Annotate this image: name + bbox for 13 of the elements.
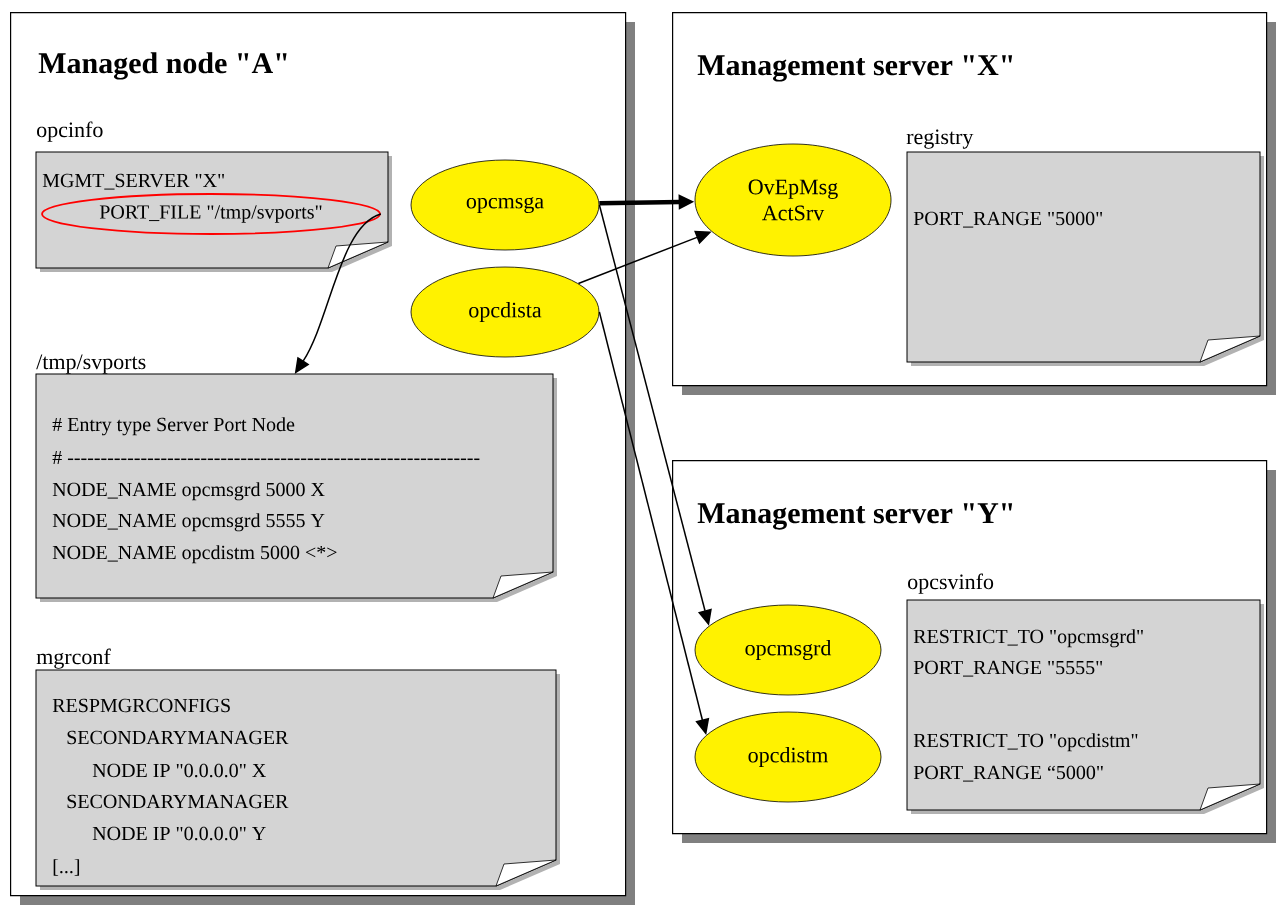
file-name: registry <box>906 129 974 149</box>
panel-title: Management server "Y" <box>697 503 1013 530</box>
file-name: opcsvinfo <box>908 573 994 594</box>
file-name: opcinfo <box>37 121 103 142</box>
file-note: RESPMGRCONFIGS SECONDARYMANAGER NODE IP "0.0.0.0" X SECONDARYMANAGER NODE IP "0.0.0.0" Y [...] <box>35 669 560 890</box>
panel-title: Managed node "A" <box>38 52 287 80</box>
file-note: # Entry type Server Port Node # -------------------------------------------------------------- NODE_NAME opcmsgrd 5000 X NODE_NAME opcmsgrd 5555 Y NODE_NAME opcdistm 5000 <*> <box>35 373 557 602</box>
file-name: mgrconf <box>36 648 111 669</box>
file-note: RESTRICT_TO "opcmsgrd" PORT_RANGE "5555" RESTRICT_TO "opcdistm" PORT_RANGE “5000" <box>906 599 1264 814</box>
panel-title: Management server "X" <box>697 55 1013 82</box>
file-name: /tmp/svports <box>36 354 146 374</box>
file-note: PORT_RANGE "5000" <box>906 151 1264 366</box>
arrow <box>294 213 382 374</box>
